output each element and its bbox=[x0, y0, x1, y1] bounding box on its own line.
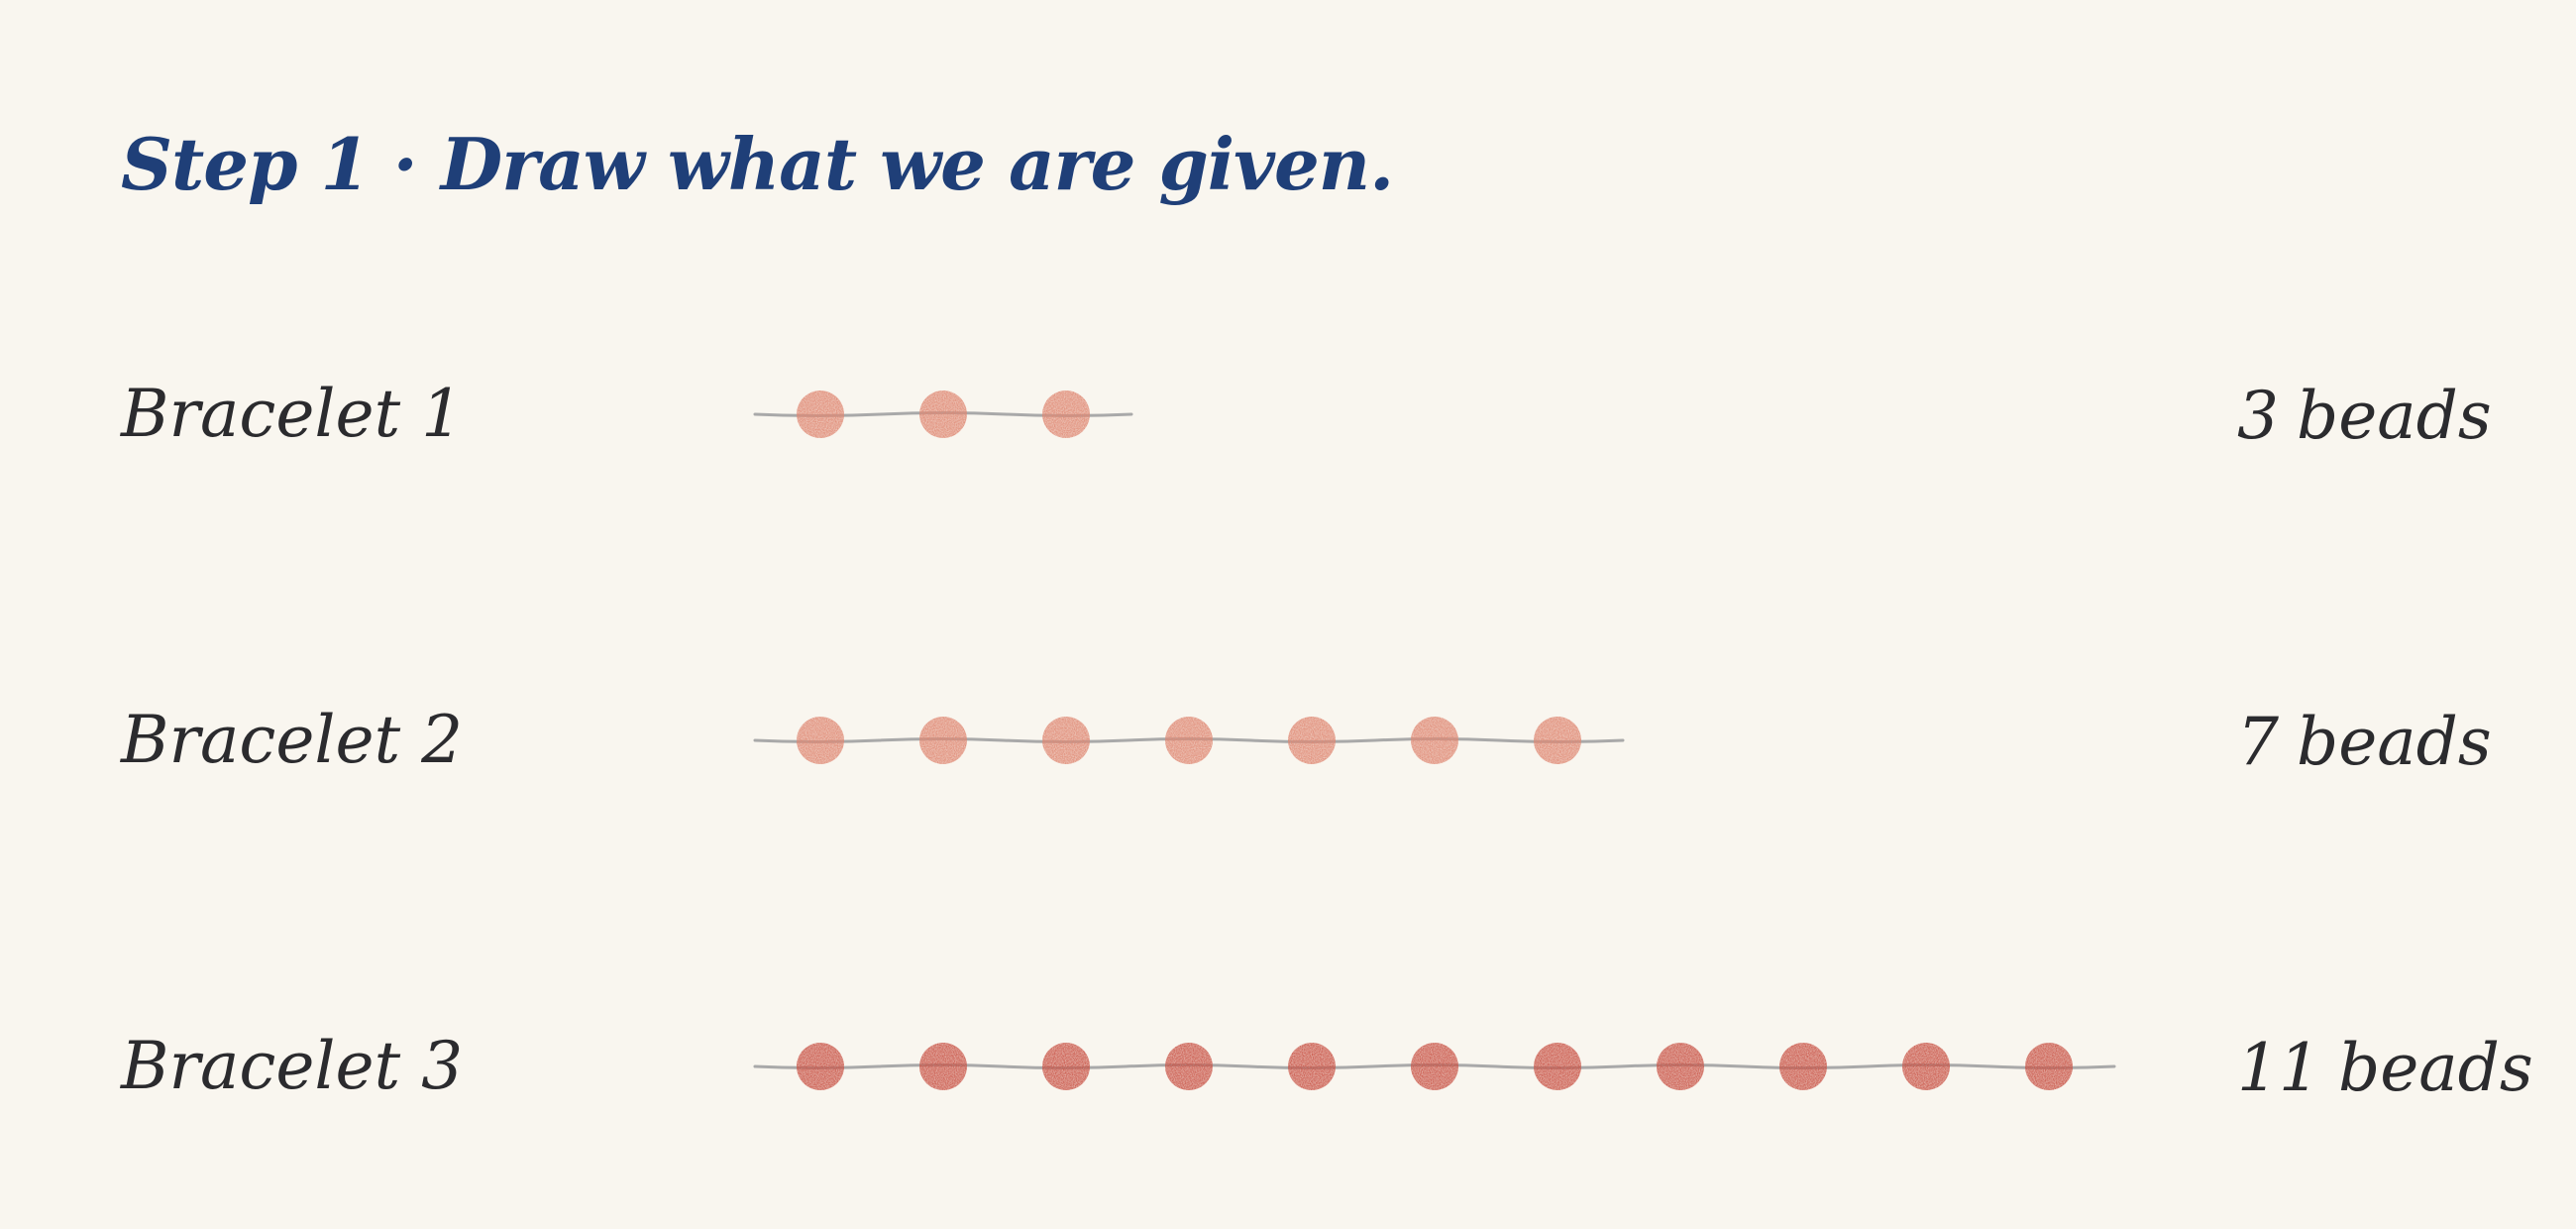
page-title: Step 1 · Draw what we are given. bbox=[121, 122, 1394, 206]
bracelet-3-count-unit: beads bbox=[2337, 1030, 2533, 1106]
bracelet-3-count-number: 11 bbox=[2237, 1030, 2320, 1106]
bracelet-1-bead bbox=[797, 391, 844, 438]
bracelet-1-count-number: 3 bbox=[2237, 378, 2279, 454]
bracelet-2-bead bbox=[1534, 717, 1581, 764]
bracelet-3-bead bbox=[1657, 1043, 1704, 1090]
bracelet-2-bead bbox=[1165, 717, 1213, 764]
bracelet-3-bead bbox=[1288, 1043, 1336, 1090]
bracelet-2-bead bbox=[797, 717, 844, 764]
bracelet-2-bead bbox=[1288, 717, 1336, 764]
bracelet-3-bead bbox=[1042, 1043, 1090, 1090]
bracelet-3-bead bbox=[1902, 1043, 1950, 1090]
bracelet-3-bead bbox=[1411, 1043, 1458, 1090]
bracelet-3-bead bbox=[797, 1043, 844, 1090]
bracelet-2-bead bbox=[1411, 717, 1458, 764]
bracelet-2-count-unit: beads bbox=[2297, 704, 2492, 780]
bracelet-3-bead bbox=[1165, 1043, 1213, 1090]
bracelet-2-bead bbox=[919, 717, 967, 764]
bracelet-2-count-number: 7 bbox=[2237, 704, 2279, 780]
bracelet-2-bead bbox=[1042, 717, 1090, 764]
bracelet-1-bead bbox=[919, 391, 967, 438]
bracelet-3-bead bbox=[1779, 1043, 1827, 1090]
bracelet-3-label: Bracelet 3 bbox=[121, 1028, 464, 1104]
bracelet-3-bead bbox=[1534, 1043, 1581, 1090]
bracelet-1-bead bbox=[1042, 391, 1090, 438]
bracelet-2-label: Bracelet 2 bbox=[121, 702, 464, 778]
bracelet-3-bead bbox=[919, 1043, 967, 1090]
bracelet-1-count-unit: beads bbox=[2297, 378, 2492, 454]
bracelet-3-bead bbox=[2025, 1043, 2073, 1090]
bracelet-1-label: Bracelet 1 bbox=[121, 376, 464, 452]
